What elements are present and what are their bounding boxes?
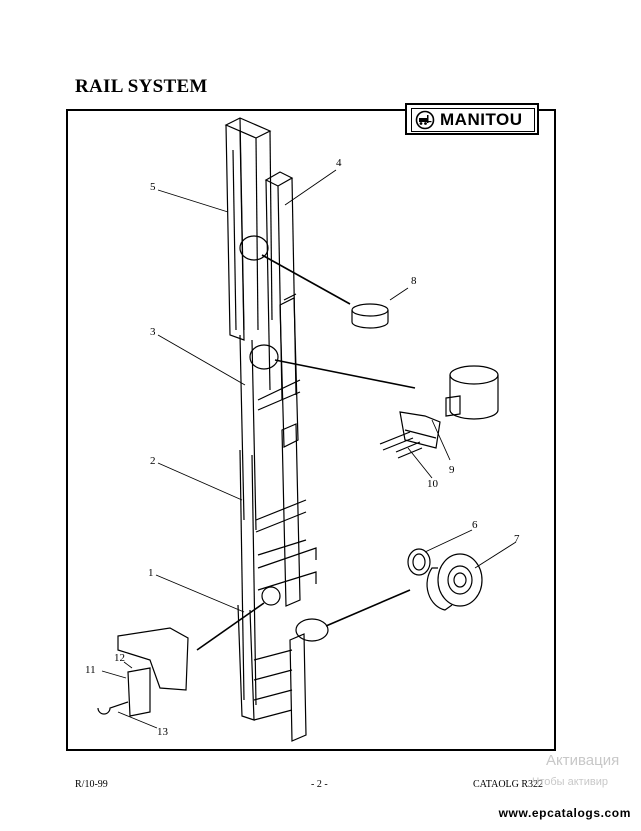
callout-5: 5: [150, 181, 156, 193]
callout-1: 1: [148, 567, 154, 579]
callout-10: 10: [427, 478, 438, 490]
part-6-spacer: [407, 548, 431, 576]
footer-page-number: - 2 -: [311, 779, 328, 790]
activation-watermark-title: Активация: [546, 752, 620, 769]
callout-7: 7: [514, 533, 520, 545]
drawing-frame: [66, 109, 556, 751]
footer-catalog: CATAOLG R322: [473, 779, 544, 790]
callout-9: 9: [449, 464, 455, 476]
outer-rail: [224, 117, 273, 341]
site-url: www.epcatalogs.com: [498, 806, 631, 820]
rail-3: [239, 297, 301, 531]
callout-4: 4: [336, 157, 342, 169]
page-title: RAIL SYSTEM: [75, 76, 208, 97]
callout-13: 13: [157, 726, 168, 738]
callout-12: 12: [114, 652, 125, 664]
activation-watermark-text: Чтобы активир: [532, 776, 608, 788]
part-9-bracket: [399, 365, 499, 449]
callout-11: 11: [85, 664, 96, 676]
rail-1: [237, 604, 307, 742]
part-7-roller: [426, 553, 483, 611]
callout-6: 6: [472, 519, 478, 531]
part-10-screws: [379, 431, 423, 459]
rail-2: [239, 423, 317, 706]
callout-2: 2: [150, 455, 156, 467]
brand-logo: MANITOU: [405, 103, 539, 135]
callout-8: 8: [411, 275, 417, 287]
part-13-bracket: [97, 627, 189, 717]
part-8-ring: [351, 303, 389, 329]
footer-date: R/10-99: [75, 779, 108, 790]
logo-box: MANITOU: [411, 108, 535, 132]
callout-3: 3: [150, 326, 156, 338]
forklift-logo-icon: [415, 110, 435, 130]
brand-name: MANITOU: [440, 110, 523, 129]
